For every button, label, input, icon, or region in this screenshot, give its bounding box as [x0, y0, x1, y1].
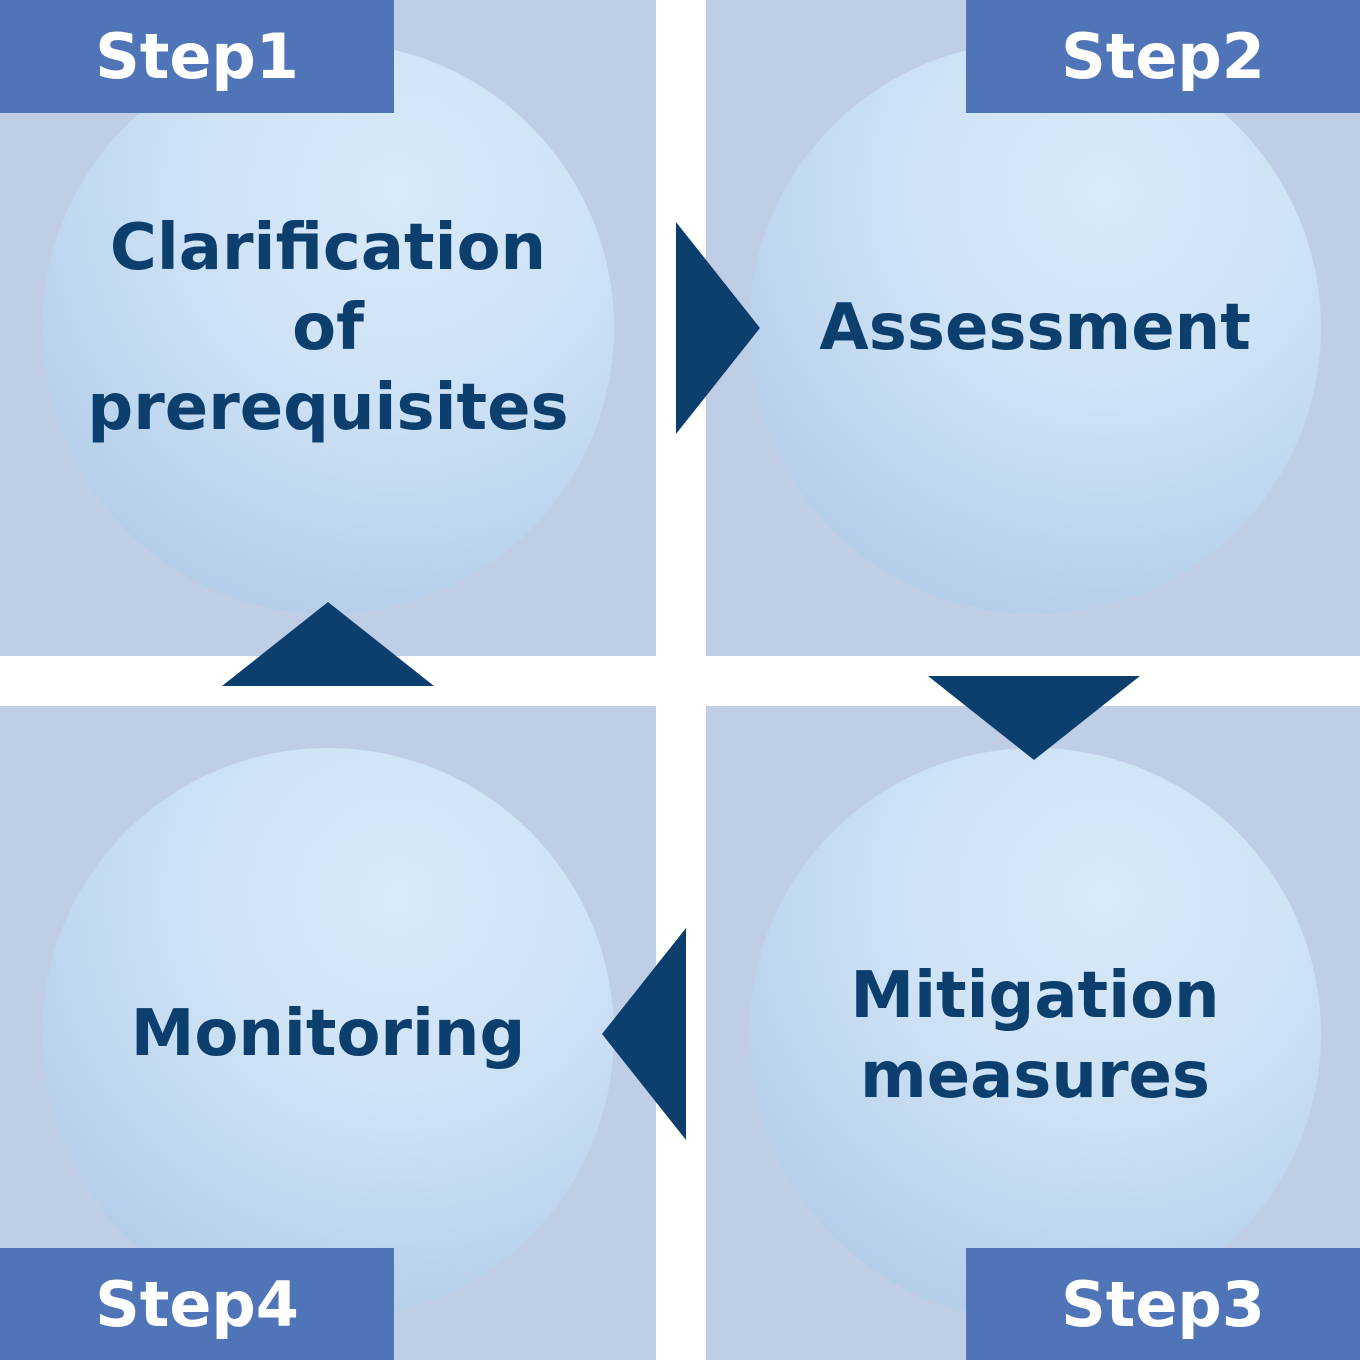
- step3-panel: Mitigation measures Step3: [706, 706, 1360, 1360]
- arrow-right-icon: [676, 222, 760, 434]
- step4-title: Monitoring: [130, 997, 526, 1071]
- step2-circle: Assessment: [749, 42, 1321, 614]
- step1-panel: Clarification of prerequisites Step1: [0, 0, 656, 656]
- step1-title: Clarification of prerequisites: [87, 211, 569, 445]
- step2-panel: Assessment Step2: [706, 0, 1360, 656]
- step1-circle: Clarification of prerequisites: [42, 42, 614, 614]
- step2-label: Step2: [966, 0, 1360, 113]
- step1-label: Step1: [0, 0, 394, 113]
- step4-panel: Monitoring Step4: [0, 706, 656, 1360]
- arrow-up-icon: [222, 602, 434, 686]
- step3-label: Step3: [966, 1248, 1360, 1360]
- step3-circle: Mitigation measures: [749, 748, 1321, 1320]
- step4-circle: Monitoring: [42, 748, 614, 1320]
- step2-title: Assessment: [819, 291, 1251, 365]
- arrow-down-icon: [928, 676, 1140, 760]
- arrow-left-icon: [602, 928, 686, 1140]
- step4-label: Step4: [0, 1248, 394, 1360]
- step3-title: Mitigation measures: [850, 959, 1220, 1113]
